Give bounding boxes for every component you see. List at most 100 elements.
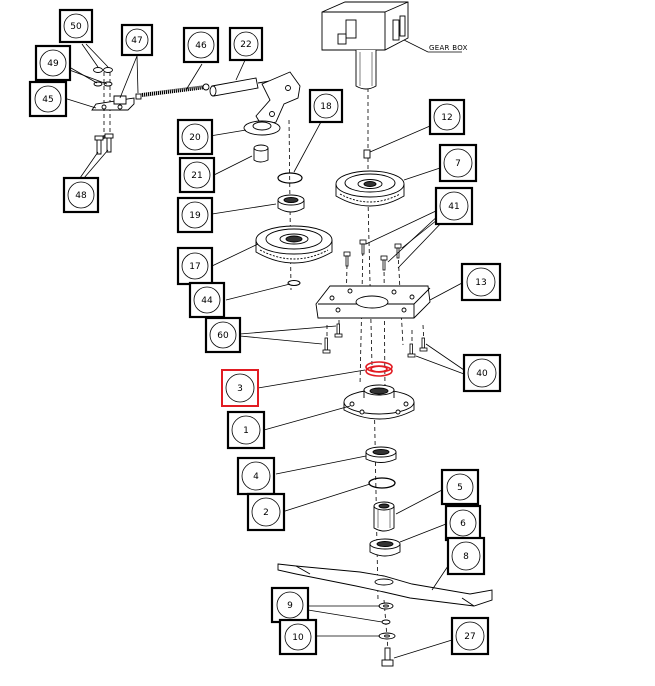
bolts-41 [343,239,402,271]
callout-number: 3 [237,384,243,394]
callout-45: 45 [28,80,68,118]
callout-circle [433,103,461,131]
spindle-housing-1 [343,384,415,420]
callout-number: 4 [253,472,259,482]
callout-box [440,468,480,506]
callout-box [462,353,502,393]
callout-circle [284,623,312,651]
callout-circle [67,181,95,209]
bearing-19 [277,194,305,213]
callout-box [308,88,344,124]
callout-circle [455,621,485,651]
callout-box [450,616,490,656]
callout-4: 4 [236,456,276,496]
callout-circle [125,28,149,52]
callout-box [62,176,100,214]
callout-circle [187,31,215,59]
callout-number: 21 [191,171,202,181]
gear-box [321,1,409,90]
callout-number: 47 [131,36,142,46]
callout-box [278,618,318,656]
callout-box [58,8,94,44]
callout-2: 2 [246,492,286,532]
callout-number: 6 [460,519,466,529]
callout-number: 40 [476,369,488,379]
callout-box [176,196,214,234]
key-12 [363,149,371,159]
mounting-plate-13 [315,285,431,319]
callout-box [228,26,264,62]
callout-12: 12 [428,98,466,136]
drive-pulley-7 [335,170,405,207]
callout-6: 6 [444,504,482,542]
callout-circle [231,415,261,445]
callout-box [176,118,214,156]
bearing-4 [365,446,397,463]
callout-circle [466,267,496,297]
callout-box [178,156,216,194]
callout-circle [241,461,271,491]
gear-box-label: GEAR BOX [429,44,468,52]
callout-number: 60 [217,331,229,341]
callout-number: 49 [47,59,59,69]
callout-box [226,410,266,450]
callout-circle [233,31,259,57]
callout-60: 60 [204,316,242,354]
leader-lines [63,43,465,659]
callout-box [428,98,466,136]
callout-17: 17 [176,246,214,286]
snap-ring-18 [277,172,303,184]
idler-linkage-assembly [91,67,301,155]
callout-21: 21 [178,156,216,194]
callout-box [246,492,286,532]
callout-number: 41 [448,202,459,212]
callout-circle [443,148,473,178]
callout-box [444,504,482,542]
callout-box [204,316,242,354]
callout-circle [63,13,89,39]
callout-number: 48 [75,191,87,201]
callout-number: 13 [475,278,486,288]
callout-box [182,26,220,64]
callout-number: 5 [457,483,463,493]
callout-number: 45 [42,95,53,105]
callout-41: 41 [434,186,474,226]
callout-number: 7 [455,159,461,169]
callout-circle [467,358,497,388]
callout-7: 7 [438,143,478,183]
callout-number: 22 [240,40,251,50]
callout-circle [439,191,469,221]
callout-18: 18 [308,88,344,124]
callout-number: 27 [464,632,475,642]
idler-pulley-17 [255,225,333,264]
callout-number: 8 [463,552,469,562]
callout-10: 10 [278,618,318,656]
blade-hardware [378,602,396,667]
callout-47: 47 [120,23,154,57]
callout-number: 10 [292,633,304,643]
callout-50: 50 [58,8,94,44]
washer-44 [287,280,301,286]
callout-49: 49 [34,44,72,82]
callout-circle [193,286,221,314]
callout-46: 46 [182,26,220,64]
callout-20: 20 [176,118,214,156]
callout-box [434,186,474,226]
callout-circle [276,591,304,619]
idler-pivot [243,120,281,163]
blade-8 [277,563,493,607]
callout-number: 2 [263,508,269,518]
callout-5: 5 [440,468,480,506]
callout-number: 9 [287,601,293,611]
callout-circle [449,509,477,537]
callout-box [120,23,154,57]
callout-number: 44 [201,296,213,306]
callout-circle [34,85,62,113]
callout-9: 9 [270,586,310,624]
callout-13: 13 [460,262,502,302]
callout-box [236,456,276,496]
callout-circle [183,161,211,189]
callout-box [221,369,259,407]
callout-circle [209,321,237,349]
